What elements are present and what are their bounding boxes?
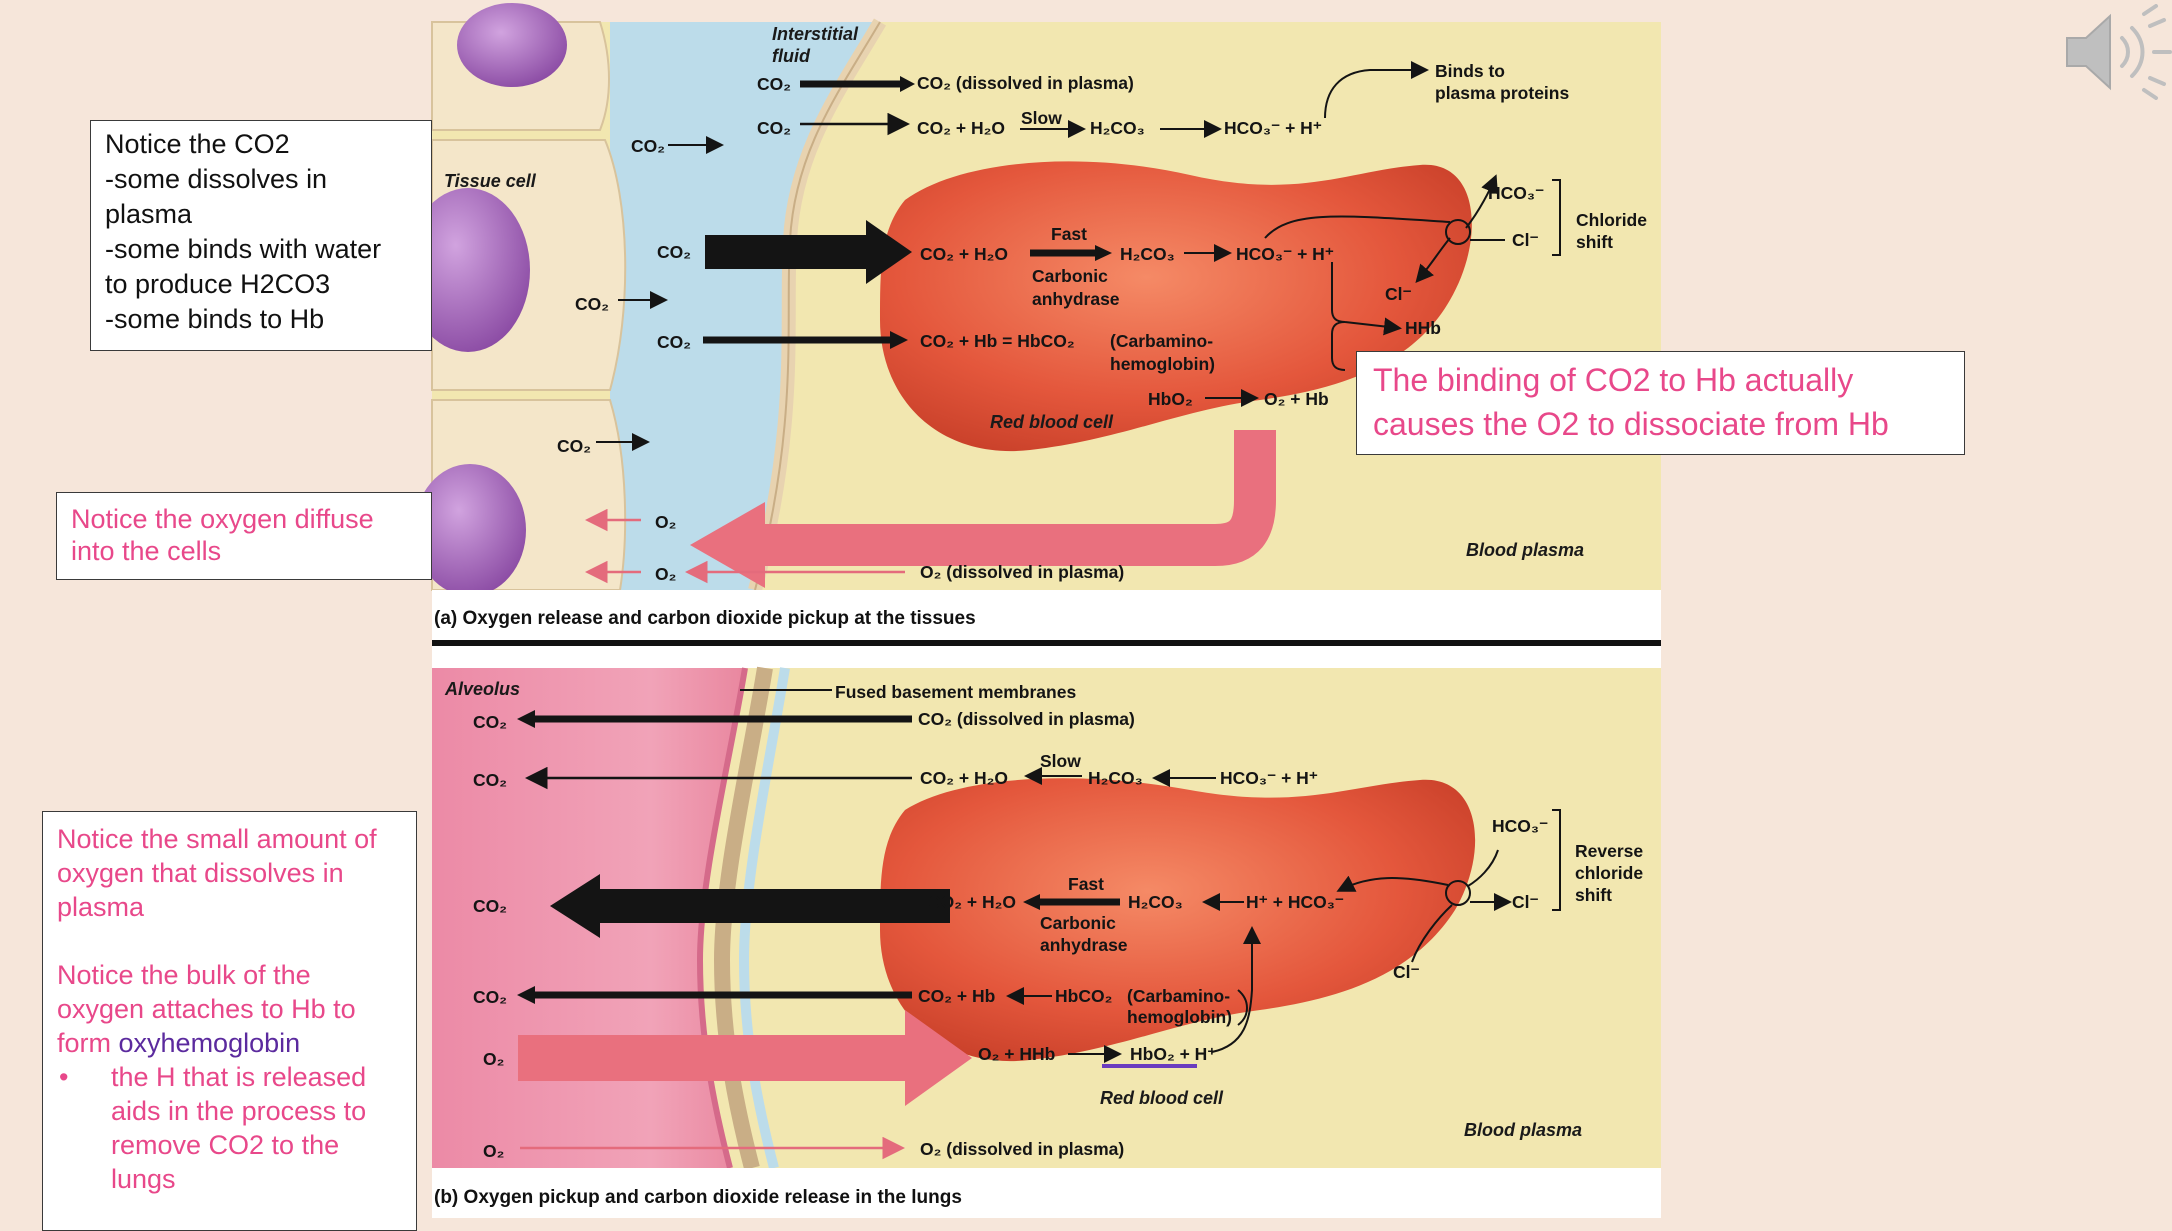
lungs-note: Notice the small amount of oxygen that d… [42,811,417,1231]
red-blood-cell [880,778,1476,1062]
svg-text:Cl⁻: Cl⁻ [1512,230,1539,250]
cell-nucleus [414,464,526,596]
panel-a: Interstitial fluid Tissue cell CO₂ CO₂ C… [406,3,1661,596]
svg-text:CO₂ + H₂O: CO₂ + H₂O [920,244,1008,264]
rbc-label: Red blood cell [1100,1088,1224,1108]
svg-text:H₂CO₃: H₂CO₃ [1120,244,1175,264]
svg-text:Fast: Fast [1068,874,1104,894]
interstitial-fluid-region [610,22,880,590]
svg-text:H₂CO₃: H₂CO₃ [1090,118,1145,138]
svg-text:Carbonic: Carbonic [1032,266,1108,286]
svg-text:CO₂ + H₂O: CO₂ + H₂O [928,892,1016,912]
svg-text:CO₂: CO₂ [473,987,507,1007]
svg-text:CO₂: CO₂ [657,332,691,352]
alveolus-label: Alveolus [444,679,520,699]
panel-divider [432,640,1661,646]
svg-text:CO₂: CO₂ [473,896,507,916]
rbc-label: Red blood cell [990,412,1114,432]
svg-text:HCO₃⁻ + H⁺: HCO₃⁻ + H⁺ [1236,244,1334,264]
svg-text:CO₂: CO₂ [757,74,791,94]
chloride-exchanger [1445,219,1471,245]
svg-text:Fused basement membranes: Fused basement membranes [835,682,1076,702]
red-blood-cell [880,161,1472,452]
caption-a: (a) Oxygen release and carbon dioxide pi… [434,608,976,629]
svg-text:CO₂: CO₂ [473,770,507,790]
svg-text:CO₂ + Hb = HbCO₂: CO₂ + Hb = HbCO₂ [920,331,1075,351]
co2-note: Notice the CO2 -some dissolves in plasma… [90,120,432,351]
svg-text:Chloride: Chloride [1576,210,1647,230]
svg-text:H⁺ + HCO₃⁻: H⁺ + HCO₃⁻ [1246,892,1344,912]
svg-text:shift: shift [1575,885,1612,905]
svg-text:Cl⁻: Cl⁻ [1393,962,1420,982]
svg-text:H₂CO₃: H₂CO₃ [1088,768,1143,788]
svg-text:Binds to: Binds to [1435,61,1505,81]
svg-text:CO₂: CO₂ [473,712,507,732]
svg-text:O₂ (dissolved in plasma): O₂ (dissolved in plasma) [920,1139,1124,1159]
blood-plasma-label: Blood plasma [1466,540,1584,560]
svg-text:anhydrase: anhydrase [1040,935,1128,955]
svg-text:CO₂: CO₂ [557,436,591,456]
svg-text:HbO₂ + H⁺: HbO₂ + H⁺ [1130,1044,1217,1064]
svg-text:O₂: O₂ [483,1141,504,1161]
svg-text:O₂: O₂ [655,512,676,532]
svg-text:O₂ + Hb: O₂ + Hb [1264,389,1329,409]
svg-text:(Carbamino-: (Carbamino- [1127,986,1230,1006]
o2-uptake-arrow [518,1035,913,1081]
svg-text:HCO₃⁻: HCO₃⁻ [1488,183,1544,203]
svg-text:CO₂: CO₂ [631,136,665,156]
svg-text:O₂ (dissolved in plasma): O₂ (dissolved in plasma) [920,562,1124,582]
fused-basement-membrane [713,666,773,1171]
svg-text:hemoglobin): hemoglobin) [1110,354,1215,374]
chloride-exchanger [1445,880,1471,906]
svg-text:CO₂: CO₂ [757,118,791,138]
svg-text:Reverse: Reverse [1575,841,1643,861]
panel-b: Alveolus Fused basement membranes CO₂ CO… [432,666,1661,1171]
bullet-item: • the H that is released aids in the pro… [59,1062,367,1194]
svg-text:(Carbamino-: (Carbamino- [1110,331,1213,351]
svg-text:CO₂ (dissolved in plasma): CO₂ (dissolved in plasma) [917,73,1134,93]
svg-text:hemoglobin): hemoglobin) [1127,1007,1232,1027]
blood-plasma-label: Blood plasma [1464,1120,1582,1140]
svg-text:CO₂: CO₂ [657,242,691,262]
svg-text:CO₂ + H₂O: CO₂ + H₂O [917,118,1005,138]
svg-text:HbCO₂: HbCO₂ [1055,986,1112,1006]
svg-text:CO₂ + H₂O: CO₂ + H₂O [920,768,1008,788]
cell-nucleus [406,188,530,352]
svg-text:anhydrase: anhydrase [1032,289,1120,309]
svg-text:shift: shift [1576,232,1613,252]
caption-b: (b) Oxygen pickup and carbon dioxide rel… [434,1187,962,1208]
svg-text:chloride: chloride [1575,863,1643,883]
cell-nucleus [457,3,567,87]
svg-text:fluid: fluid [772,46,811,66]
svg-text:CO₂ (dissolved in plasma): CO₂ (dissolved in plasma) [918,709,1135,729]
oxygen-diffuse-note: Notice the oxygen diffuse into the cells [56,492,432,580]
svg-text:HHb: HHb [1405,318,1441,338]
tissue-cell-label: Tissue cell [444,171,537,191]
svg-text:O₂ + HHb: O₂ + HHb [978,1044,1055,1064]
binding-note: The binding of CO2 to Hb actually causes… [1356,351,1965,455]
svg-text:Slow: Slow [1040,751,1081,771]
oxyhemoglobin-highlight: oxyhemoglobin [118,1028,301,1058]
svg-text:HCO₃⁻: HCO₃⁻ [1492,816,1548,836]
svg-text:O₂: O₂ [655,564,676,584]
svg-text:plasma proteins: plasma proteins [1435,83,1569,103]
svg-text:Cl⁻: Cl⁻ [1512,892,1539,912]
svg-text:H₂CO₃: H₂CO₃ [1128,892,1183,912]
svg-text:CO₂: CO₂ [575,294,609,314]
svg-text:Fast: Fast [1051,224,1087,244]
speaker-icon[interactable] [2062,4,2172,100]
o2-release-arrow [760,430,1276,566]
svg-text:HCO₃⁻ + H⁺: HCO₃⁻ + H⁺ [1224,118,1322,138]
svg-text:HCO₃⁻ + H⁺: HCO₃⁻ + H⁺ [1220,768,1318,788]
svg-text:HbO₂: HbO₂ [1148,389,1193,409]
svg-text:Carbonic: Carbonic [1040,913,1116,933]
svg-text:CO₂ + Hb: CO₂ + Hb [918,986,995,1006]
svg-text:Slow: Slow [1021,108,1062,128]
svg-text:Cl⁻: Cl⁻ [1385,284,1412,304]
bullet-icon: • [59,1062,69,1092]
svg-text:O₂: O₂ [483,1049,504,1069]
interstitial-fluid-label: Interstitial [772,24,859,44]
